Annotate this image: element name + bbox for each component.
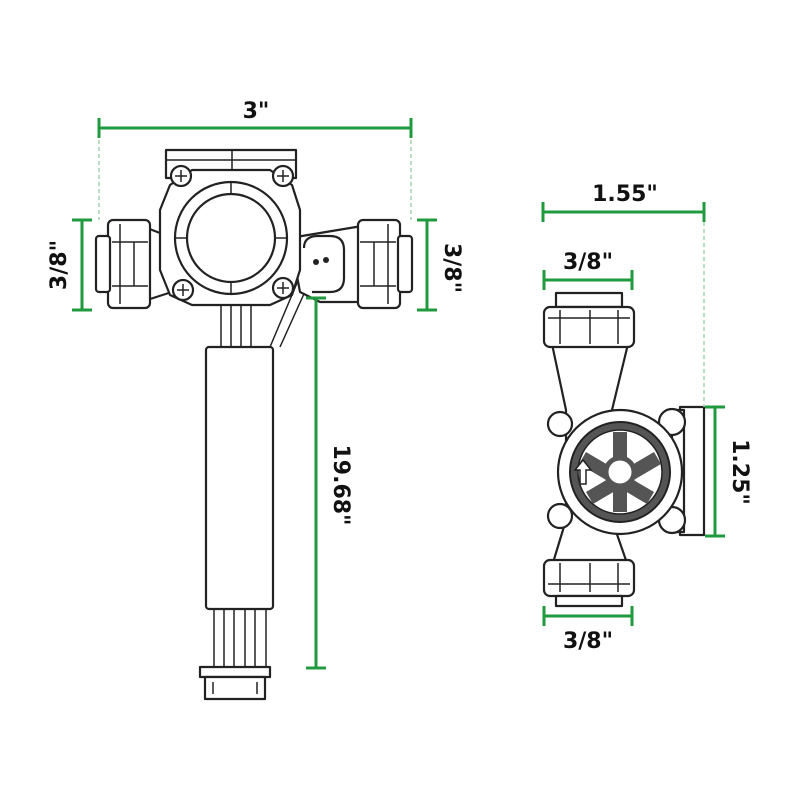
screw-bottom-right	[271, 276, 295, 300]
dimension-label-width: 3"	[243, 99, 270, 124]
side-ear-top-left	[546, 410, 574, 438]
body-bore	[185, 192, 277, 284]
dimension-label-cable: 19.68"	[328, 444, 353, 525]
side-ear-bottom-left	[546, 502, 574, 530]
wire-dot	[313, 259, 319, 265]
impeller-hub	[603, 455, 637, 489]
cable-gland	[302, 234, 346, 294]
side-bottom-fitting	[542, 558, 636, 608]
bore-notches	[175, 182, 287, 294]
screw-top-right	[271, 164, 295, 188]
wire-dot	[323, 257, 329, 263]
dimension-label-side-width: 1.55"	[592, 182, 658, 207]
cable-sleeve	[204, 345, 275, 611]
front-view: 3" 3/8" 3/8" 19.68"	[47, 99, 464, 701]
screw-bottom-left	[171, 278, 195, 302]
dimension-label-right-port: 3/8"	[439, 243, 464, 293]
dimension-label-left-port: 3/8"	[47, 240, 72, 290]
lower-wires	[213, 608, 267, 668]
dimension-label-side-height: 1.25"	[727, 439, 752, 505]
flow-arrow-icon	[573, 458, 593, 485]
screw-top-left	[169, 164, 193, 188]
dimension-label-side-bottom-port: 3/8"	[563, 629, 613, 654]
side-view: 1.55" 3/8" 1.25" 3/8"	[541, 182, 752, 654]
connector-plug	[198, 665, 272, 701]
side-top-fitting	[542, 291, 636, 349]
dimension-label-side-top-port: 3/8"	[563, 250, 613, 275]
